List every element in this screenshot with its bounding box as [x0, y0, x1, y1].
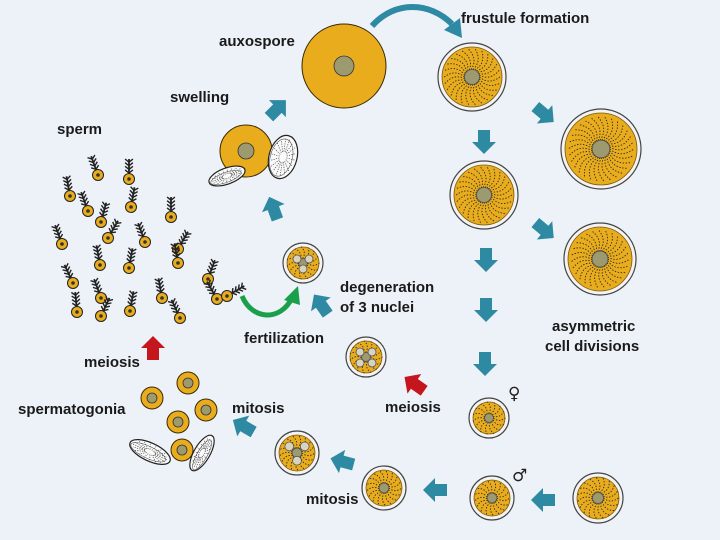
label-sperm: sperm	[57, 121, 103, 138]
sperm-cell-24	[221, 282, 247, 302]
label-frustule-formation: frustule formation	[461, 10, 590, 27]
label-meiosis-right: meiosis	[385, 399, 441, 416]
sperm-cell-13	[92, 244, 106, 271]
label-of-3-nuclei: of 3 nuclei	[340, 299, 415, 316]
sperm-cell-17	[90, 277, 107, 304]
shed-valve-right	[267, 134, 299, 180]
sperm-cell-4	[165, 196, 177, 223]
arrow-meiosis-left	[141, 336, 165, 360]
label-meiosis-left: meiosis	[84, 354, 140, 371]
sperm-cell-6	[95, 201, 111, 228]
arrow-curved-top	[369, 4, 462, 38]
sperm-cell-9	[102, 218, 122, 244]
label-degeneration: degeneration	[340, 279, 435, 296]
spermatogonium-valve-right	[189, 434, 215, 472]
asymmetric-daughter-cell-1	[560, 108, 642, 190]
label-mitosis-lower: mitosis	[306, 491, 359, 508]
asymmetric-daughter-cell-2	[563, 222, 637, 296]
spermatogonium-2	[176, 371, 200, 395]
arrow-diagonal-2	[531, 217, 554, 240]
arrow-meiosis-right	[404, 374, 428, 396]
male-symbol: ♂	[512, 466, 528, 486]
swelling-cell	[219, 124, 273, 178]
sperm-cell-5	[125, 186, 139, 213]
sperm-cell-11	[134, 221, 151, 248]
arrow-down-4	[473, 352, 497, 376]
sperm-cell-21	[203, 279, 223, 305]
spermatogonium-3	[194, 398, 218, 422]
arrow-up-auxospore	[264, 100, 286, 122]
sperm-cell-7	[77, 190, 94, 217]
sperm-cell-18	[154, 277, 168, 304]
female-symbol: ♀	[508, 384, 521, 404]
label-asymmetric: asymmetric	[552, 318, 636, 335]
sperm-cell-12	[170, 242, 184, 269]
sperm-cell-2	[123, 158, 135, 185]
arrow-down-2	[474, 248, 498, 272]
arrow-fertilization	[239, 286, 300, 318]
arrow-diagonal-1	[531, 101, 554, 124]
sperm-cell-23	[95, 295, 114, 322]
arrow-layer	[141, 4, 555, 512]
spermatogonium-5	[170, 438, 194, 462]
spermatogonium-valve-left	[129, 439, 171, 465]
sperm-cell-19	[124, 290, 138, 317]
label-mitosis-upper: mitosis	[232, 400, 285, 417]
sperm-cell-8	[51, 223, 68, 250]
frustule-daughter-cell	[449, 160, 519, 230]
sperm-cell-20	[167, 297, 186, 324]
arrow-up-degeneration	[311, 294, 333, 318]
degenerating-nuclei-cell	[282, 242, 324, 284]
male-cell	[469, 475, 515, 521]
label-fertilization: fertilization	[244, 330, 325, 347]
male-parent-cell	[572, 472, 624, 524]
sperm-cell-22	[70, 291, 83, 318]
sperm-cell-15	[60, 262, 79, 289]
arrow-left-male	[531, 488, 555, 512]
sperm-cell-14	[123, 247, 137, 274]
female-cell	[468, 397, 510, 439]
meiosis-cell	[345, 336, 387, 378]
frustule-formation-cell	[437, 42, 507, 112]
sperm-cell-3	[62, 175, 76, 202]
mitosis-cell	[361, 465, 407, 511]
label-cell-divisions: cell divisions	[545, 338, 640, 355]
sperm-cell-1	[87, 154, 104, 181]
label-auxospore: auxospore	[219, 33, 295, 50]
label-swelling: swelling	[170, 89, 230, 106]
spermatogonium-4	[166, 410, 190, 434]
arrow-up-swelling	[262, 196, 285, 222]
spermatogonium-1	[140, 386, 164, 410]
auxospore	[301, 23, 387, 109]
arrow-down-1	[472, 130, 496, 154]
arrow-left-dividing	[330, 449, 356, 474]
sperm-cell-16	[202, 258, 219, 285]
shed-valve-left	[208, 165, 246, 187]
arrow-left-mitosis	[423, 478, 447, 502]
dividing-cell	[274, 430, 320, 476]
arrow-down-3	[474, 298, 498, 322]
arrow-left-mitosis-upper	[232, 415, 257, 438]
label-spermatogonia: spermatogonia	[18, 401, 126, 418]
cell-layer	[51, 23, 642, 524]
